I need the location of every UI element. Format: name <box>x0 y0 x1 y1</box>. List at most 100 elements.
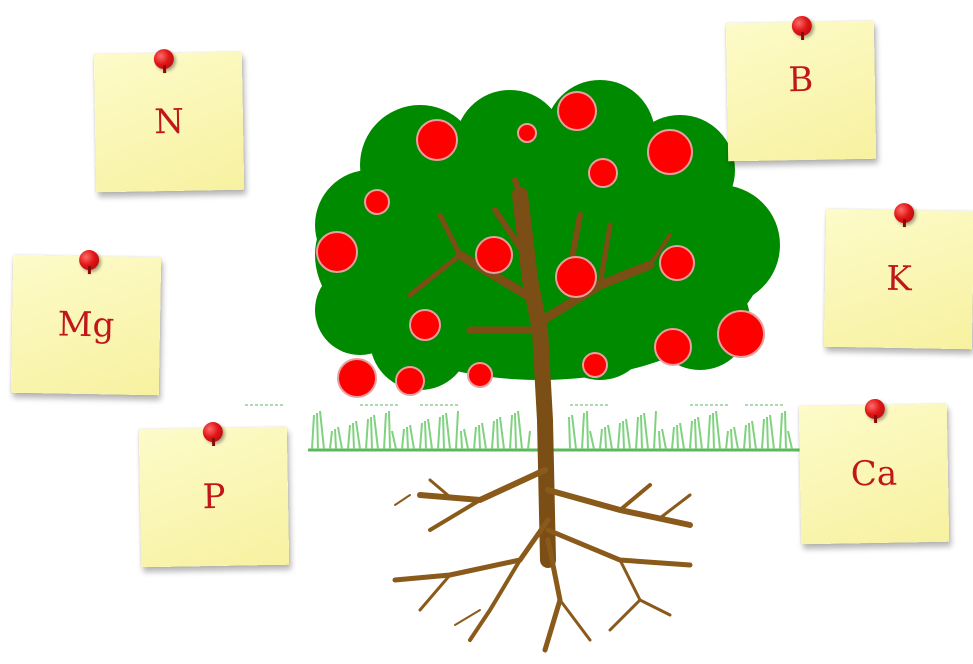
note-k: K <box>823 202 973 350</box>
note-b: B <box>725 15 877 162</box>
pushpin-icon <box>153 48 175 70</box>
grass-blade <box>712 412 715 450</box>
grass-blade <box>311 414 315 450</box>
apple-icon <box>337 358 377 398</box>
grass-blade <box>625 418 631 450</box>
grass-blade <box>589 430 595 450</box>
grass-blade <box>445 412 451 450</box>
grass-blade <box>319 410 325 450</box>
grass-blade <box>491 420 495 450</box>
grass-blade <box>427 418 433 450</box>
grass-blade <box>329 430 333 450</box>
grass-blade <box>694 418 697 450</box>
grass-blade <box>406 426 409 450</box>
grass-blade <box>604 426 607 450</box>
grass-blade <box>409 424 415 450</box>
apple-icon <box>659 245 695 281</box>
grass-blade <box>442 414 445 450</box>
grass-blade <box>671 426 675 450</box>
apple-icon <box>582 352 608 378</box>
grass-blade <box>730 428 733 450</box>
grass-blade <box>316 412 319 450</box>
grass-blade <box>337 426 343 450</box>
grass-blade <box>499 416 505 450</box>
note-n: N <box>93 48 245 193</box>
apple-icon <box>517 123 537 143</box>
grass-blade <box>355 420 361 450</box>
apple-icon <box>557 91 597 131</box>
grass-blade <box>653 410 657 450</box>
grass-blade <box>676 424 679 450</box>
grass-blade <box>643 412 649 450</box>
grass-blade <box>787 430 793 450</box>
note-label-n: N <box>153 101 185 143</box>
grass-blade <box>496 418 499 450</box>
apple-icon <box>409 309 441 341</box>
grass-blade <box>743 424 747 450</box>
grass-blade <box>617 422 621 450</box>
grass-blade <box>373 414 379 450</box>
apple-icon <box>475 236 513 274</box>
grass-blade <box>748 422 751 450</box>
grass-blade <box>784 410 787 450</box>
note-ca: Ca <box>798 398 950 545</box>
grass-blade <box>365 418 369 450</box>
apple-icon <box>467 362 493 388</box>
note-p: P <box>138 421 290 568</box>
grass-blade <box>437 416 441 450</box>
grass-blade <box>607 424 613 450</box>
grass-blade <box>568 416 571 450</box>
grass-blade <box>766 416 769 450</box>
grass-blade <box>455 410 459 450</box>
grass-blade <box>517 410 523 450</box>
grass-blade <box>715 410 721 450</box>
tree-trunk <box>407 177 672 568</box>
grass-blade <box>383 412 387 450</box>
grass-blade <box>640 414 643 450</box>
apple-icon <box>364 189 390 215</box>
apple-icon <box>555 256 597 298</box>
roots-icon <box>392 467 693 653</box>
note-label-k: K <box>885 258 913 300</box>
pushpin-icon <box>864 398 886 420</box>
grass-blade <box>401 428 405 450</box>
grass-blade <box>689 420 693 450</box>
apple-icon <box>316 231 358 273</box>
grass-blade <box>334 428 337 450</box>
note-label-p: P <box>202 476 226 518</box>
grass-blade <box>509 414 513 450</box>
grass-blade <box>370 416 373 450</box>
grass-blade <box>388 410 391 450</box>
grass-blade <box>424 420 427 450</box>
grass-blade <box>463 428 469 450</box>
grass-blade <box>707 414 711 450</box>
grass-blade <box>751 420 757 450</box>
grass-blade <box>697 416 703 450</box>
grass-blade <box>661 428 667 450</box>
grass-blade <box>347 424 351 450</box>
apples <box>316 91 765 398</box>
pushpin-icon <box>78 249 100 271</box>
grass-blade <box>419 422 423 450</box>
grass-blade <box>481 422 487 450</box>
grass-blade <box>769 414 775 450</box>
grass-blade <box>352 422 355 450</box>
grass-blade <box>658 430 661 450</box>
grass-blade <box>761 418 765 450</box>
grass-blade <box>581 412 585 450</box>
grass-blade <box>473 426 477 450</box>
grass-blade <box>391 430 397 450</box>
note-label-b: B <box>787 59 814 101</box>
grass-blade <box>571 414 577 450</box>
grass-blade <box>679 422 685 450</box>
apple-icon <box>647 129 693 175</box>
apple-icon <box>588 158 618 188</box>
apple-icon <box>717 310 765 358</box>
grass-blade <box>733 426 739 450</box>
grass-blade <box>478 424 481 450</box>
grass-blade <box>599 428 603 450</box>
apple-icon <box>395 366 425 396</box>
note-label-ca: Ca <box>850 453 898 495</box>
grass-blade <box>779 412 783 450</box>
